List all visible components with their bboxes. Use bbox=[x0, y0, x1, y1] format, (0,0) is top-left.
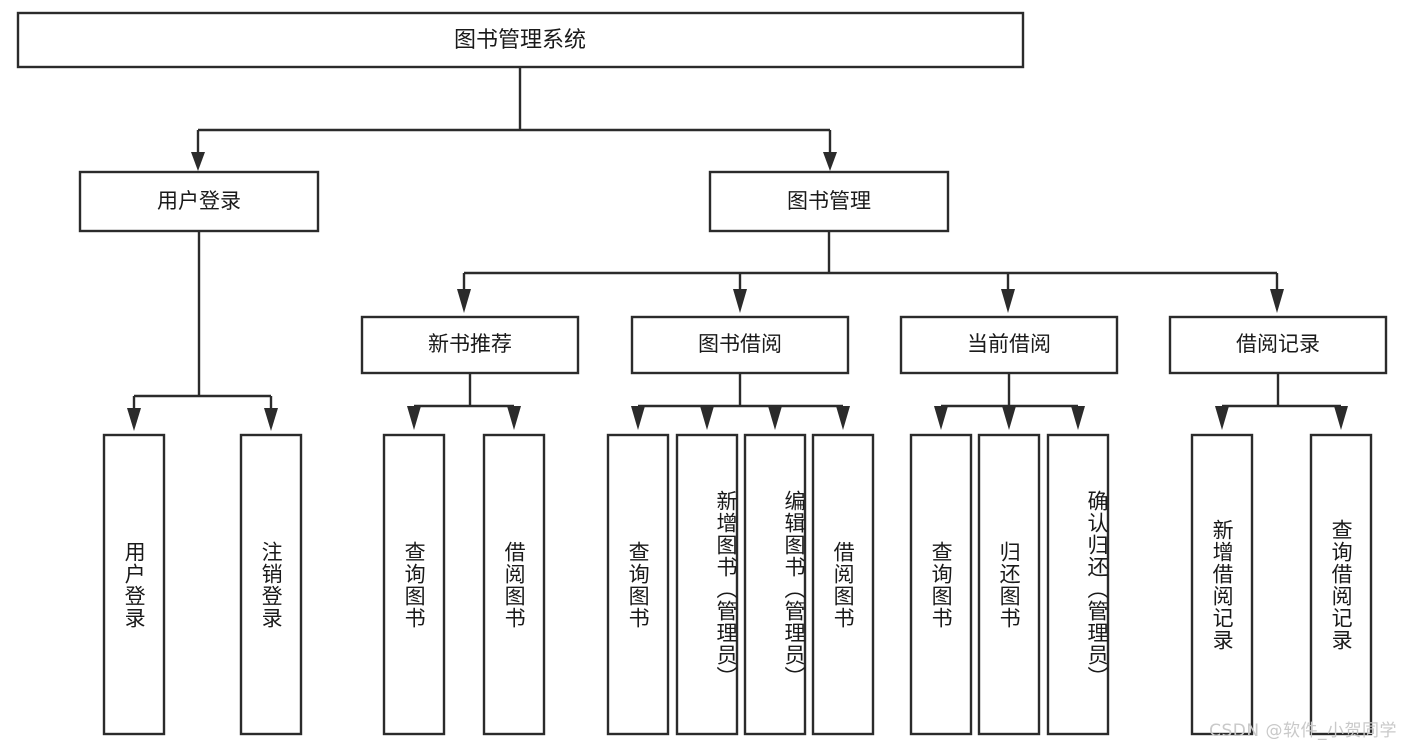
node-book-manage-box[interactable] bbox=[708, 170, 950, 233]
node-leaf-user-login-box[interactable] bbox=[102, 433, 166, 736]
arrowhead-book-borrow bbox=[733, 289, 747, 313]
node-leaf-add-book-box[interactable] bbox=[675, 433, 739, 736]
node-leaf-edit-book-box[interactable] bbox=[743, 433, 807, 736]
node-leaf-confirm-return-box[interactable] bbox=[1046, 433, 1110, 736]
arrowhead-new-book-recommend bbox=[457, 289, 471, 313]
node-book-borrow-box[interactable] bbox=[630, 315, 850, 375]
arrowhead-user-login bbox=[191, 152, 205, 171]
node-leaf-return-book-box[interactable] bbox=[977, 433, 1041, 736]
arrowhead-leaf-confirm-return bbox=[1071, 406, 1085, 430]
node-borrow-record-label: 借阅记录 bbox=[1236, 332, 1320, 356]
arrowhead-leaf-logout bbox=[264, 408, 278, 431]
arrowhead-leaf-edit-book bbox=[768, 406, 782, 430]
arrowhead-leaf-query-record bbox=[1334, 406, 1348, 430]
node-leaf-query-book-2-box[interactable] bbox=[606, 433, 670, 736]
arrowhead-book-manage bbox=[823, 152, 837, 171]
node-leaf-query-record-box[interactable] bbox=[1309, 433, 1373, 736]
node-current-borrow-box[interactable] bbox=[899, 315, 1119, 375]
node-leaf-query-book-3-box[interactable] bbox=[909, 433, 973, 736]
watermark-label: CSDN @软件_小贺同学 bbox=[1209, 721, 1397, 741]
node-root-box[interactable] bbox=[16, 11, 1025, 69]
arrowhead-current-borrow bbox=[1001, 289, 1015, 313]
node-new-book-recommend-label: 新书推荐 bbox=[428, 332, 512, 356]
arrowhead-leaf-add-book bbox=[700, 406, 714, 430]
arrowhead-leaf-query-book-3 bbox=[934, 406, 948, 430]
arrowhead-leaf-return-book bbox=[1002, 406, 1016, 430]
arrowhead-leaf-borrow-book-1 bbox=[507, 406, 521, 430]
node-root-label: 图书管理系统 bbox=[454, 28, 586, 53]
node-book-borrow-label: 图书借阅 bbox=[698, 332, 782, 356]
node-new-book-recommend-box[interactable] bbox=[360, 315, 580, 375]
node-leaf-add-record-box[interactable] bbox=[1190, 433, 1254, 736]
arrowhead-leaf-borrow-book-2 bbox=[836, 406, 850, 430]
node-leaf-borrow-book-1-box[interactable] bbox=[482, 433, 546, 736]
arrowhead-leaf-add-record bbox=[1215, 406, 1229, 430]
node-borrow-record-box[interactable] bbox=[1168, 315, 1388, 375]
node-leaf-borrow-book-2-box[interactable] bbox=[811, 433, 875, 736]
node-book-manage-label: 图书管理 bbox=[787, 189, 871, 213]
arrowhead-leaf-query-book-2 bbox=[631, 406, 645, 430]
node-user-login-label: 用户登录 bbox=[157, 189, 241, 213]
node-leaf-query-book-1-box[interactable] bbox=[382, 433, 446, 736]
node-leaf-logout-box[interactable] bbox=[239, 433, 303, 736]
node-current-borrow-label: 当前借阅 bbox=[967, 332, 1051, 356]
arrowhead-leaf-user-login bbox=[127, 408, 141, 431]
arrowhead-leaf-query-book-1 bbox=[407, 406, 421, 430]
arrowhead-borrow-record bbox=[1270, 289, 1284, 313]
